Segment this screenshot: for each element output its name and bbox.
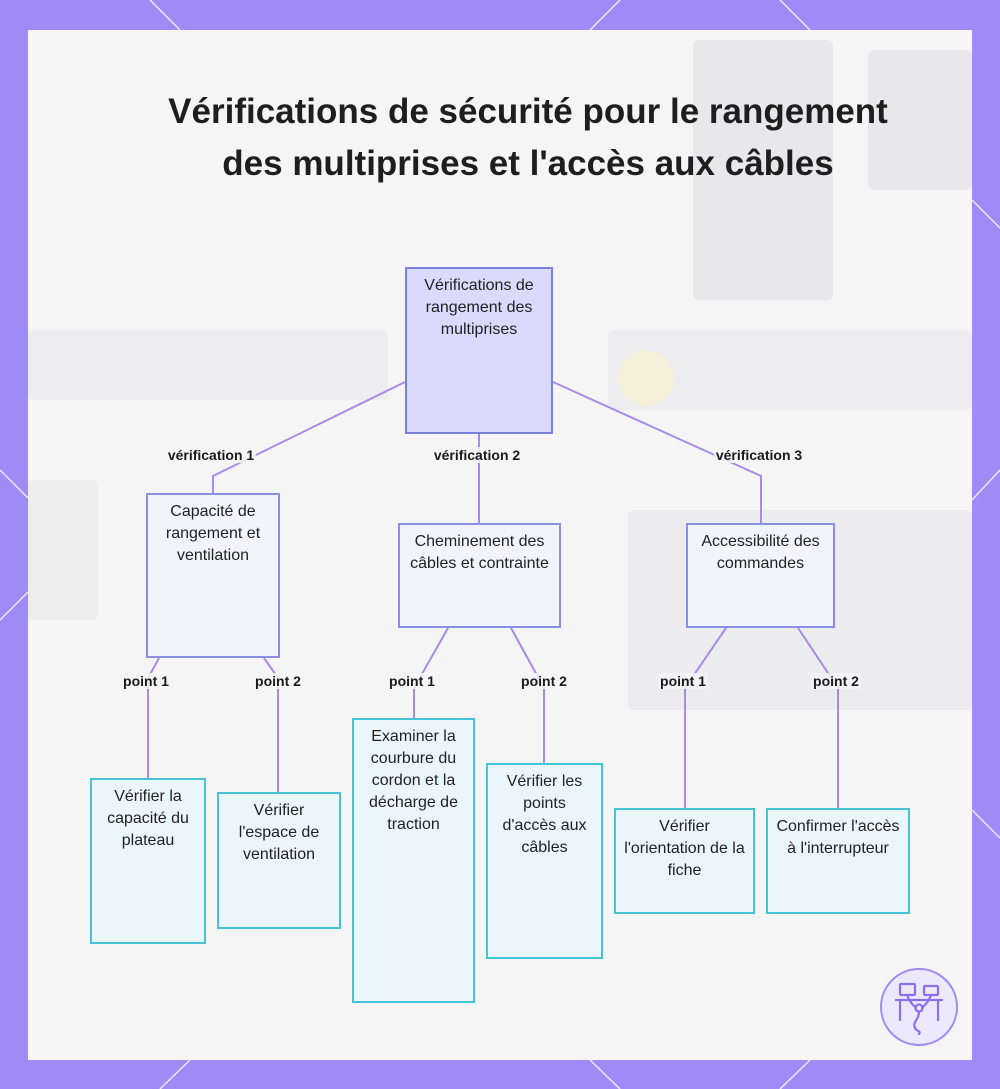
diagram-title: Vérifications de sécurité pour le rangem… bbox=[168, 92, 888, 183]
node-plug-label: Vérifier l'orientation de la fiche bbox=[624, 818, 745, 879]
node-root: Vérifications de rangement des multipris… bbox=[405, 267, 553, 434]
node-controls: Accessibilité des commandes bbox=[686, 523, 835, 628]
node-capacity: Capacité de rangement et ventilation bbox=[146, 493, 280, 658]
node-tray: Vérifier la capacité du plateau bbox=[90, 778, 206, 944]
edge-root-controls bbox=[552, 381, 762, 523]
node-switch-label: Confirmer l'accès à l'interrupteur bbox=[776, 818, 900, 857]
background-shape bbox=[618, 350, 674, 406]
node-capacity-label: Capacité de rangement et ventilation bbox=[165, 503, 261, 564]
node-routing: Cheminement des câbles et contrainte bbox=[398, 523, 561, 628]
edge-label-check-2: vérification 2 bbox=[431, 447, 523, 463]
node-controls-label: Accessibilité des commandes bbox=[701, 533, 820, 572]
edge-label-check-3: vérification 3 bbox=[713, 447, 805, 463]
node-access-points-label: Vérifier les points d'accès aux câbles bbox=[502, 773, 587, 856]
node-tray-label: Vérifier la capacité du plateau bbox=[107, 788, 189, 849]
background-shape bbox=[28, 330, 388, 400]
edge-label-point-1: point 1 bbox=[121, 673, 171, 689]
node-routing-label: Cheminement des câbles et contrainte bbox=[410, 533, 549, 572]
edge-label-point-2: point 2 bbox=[811, 673, 861, 689]
edge-label-check-1: vérification 1 bbox=[165, 447, 257, 463]
background-shape bbox=[693, 40, 833, 300]
edge-label-point-1: point 1 bbox=[658, 673, 708, 689]
edge-root-capacity bbox=[212, 381, 406, 493]
node-ventilation-label: Vérifier l'espace de ventilation bbox=[238, 802, 320, 863]
node-cord: Examiner la courbure du cordon et la déc… bbox=[352, 718, 475, 1003]
edge-label-point-2: point 2 bbox=[253, 673, 303, 689]
background-shape bbox=[868, 50, 972, 190]
edge-routing-access bbox=[510, 627, 545, 763]
node-root-label: Vérifications de rangement des multipris… bbox=[424, 277, 534, 338]
edge-label-point-2: point 2 bbox=[519, 673, 569, 689]
workstation-network-icon bbox=[880, 968, 958, 1046]
node-switch: Confirmer l'accès à l'interrupteur bbox=[766, 808, 910, 914]
node-access-points: Vérifier les points d'accès aux câbles bbox=[486, 763, 603, 959]
edge-label-point-1: point 1 bbox=[387, 673, 437, 689]
background-shape bbox=[28, 480, 98, 620]
edge-controls-plug bbox=[684, 627, 727, 808]
edge-controls-switch bbox=[797, 627, 839, 808]
node-cord-label: Examiner la courbure du cordon et la déc… bbox=[369, 728, 458, 833]
diagram-canvas: Vérifications de sécurité pour le rangem… bbox=[28, 30, 972, 1060]
node-ventilation: Vérifier l'espace de ventilation bbox=[217, 792, 341, 929]
node-plug: Vérifier l'orientation de la fiche bbox=[614, 808, 755, 914]
